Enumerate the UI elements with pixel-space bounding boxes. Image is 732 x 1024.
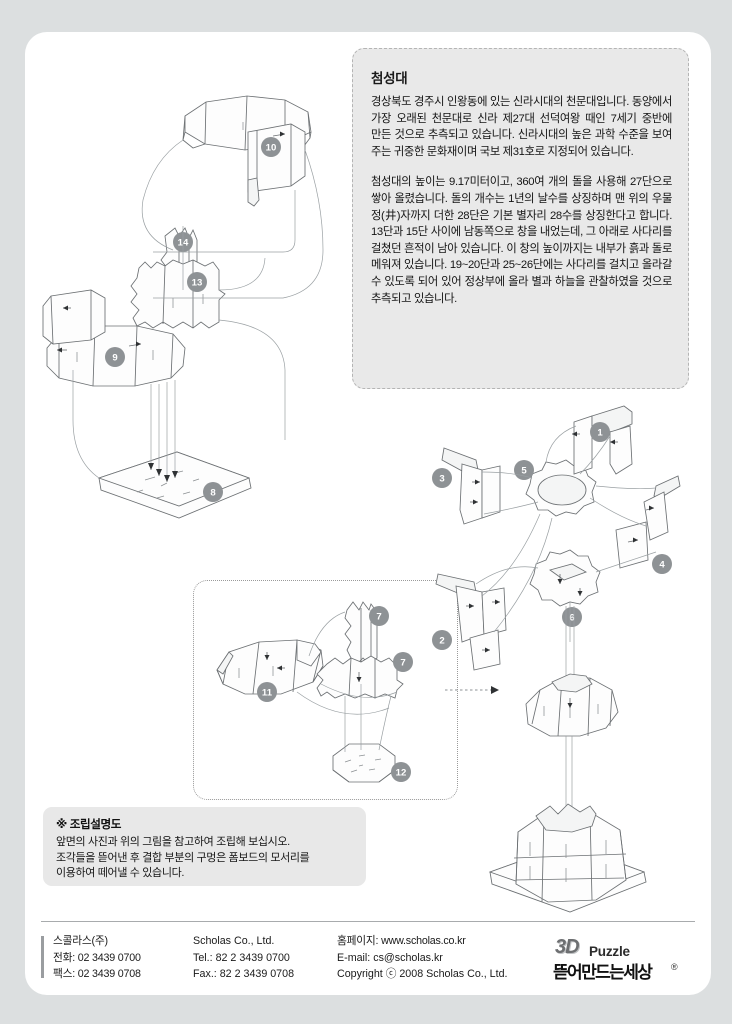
part-badge-13: 13: [187, 272, 207, 292]
badge-label: 11: [262, 688, 273, 699]
registered-trademark-icon: ®: [671, 962, 678, 972]
logo-korean-text: 뜯어만드는세상: [553, 963, 653, 982]
badge-label: 1: [597, 428, 603, 439]
guide-arrowheads: [148, 463, 178, 482]
part-badge-5: 5: [514, 460, 534, 480]
badge-label: 12: [396, 768, 407, 779]
exploded-top-diagram: 5 6: [420, 402, 703, 962]
part-badge-3: 3: [432, 468, 452, 488]
part-badge-9: 9: [105, 347, 125, 367]
part-badge-7-upper: 7: [369, 606, 389, 626]
panel-part-13: [130, 259, 226, 329]
description-title: 첨성대: [371, 71, 408, 86]
badge-label: 9: [112, 353, 117, 364]
tower-base-assembly: [488, 803, 647, 913]
homepage-url[interactable]: 홈페이지: www.scholas.co.kr: [337, 935, 466, 947]
logo-3d-text: 3D: [555, 936, 580, 958]
assembly-guide-lines: [72, 139, 324, 482]
copyright-notice: Copyright ⓒ 2008 Scholas Co., Ltd.: [337, 968, 508, 981]
badge-label: 13: [192, 278, 203, 289]
assembly-note-line: 조각들을 뜯어낸 후 결합 부분의 구멍은 폼보드의 모서리를: [56, 851, 310, 864]
footer-company-korean: 스콜라스(주) 전화: 02 3439 0700 팩스: 02 3439 070…: [53, 933, 141, 983]
footer-company-english: Scholas Co., Ltd. Tel.: 82 2 3439 0700 F…: [193, 933, 294, 983]
assembly-note-title: ※ 조립설명도: [56, 818, 122, 831]
part-badge-12: 12: [391, 762, 411, 782]
footer: 스콜라스(주) 전화: 02 3439 0700 팩스: 02 3439 070…: [41, 933, 695, 989]
part-badge-1: 1: [590, 422, 610, 442]
description-paragraph-1: 경상북도 경주시 인왕동에 있는 신라시대의 천문대입니다. 동양에서 가장 오…: [371, 96, 672, 158]
gear-ring-part-5: [525, 459, 597, 517]
tower-segment-upper: [525, 673, 619, 737]
part-badge-10: 10: [261, 137, 281, 157]
badge-label: 10: [266, 143, 277, 154]
company-tel-en: Tel.: 82 2 3439 0700: [193, 951, 290, 964]
badge-label: 6: [569, 613, 574, 624]
part-badge-2: 2: [432, 630, 452, 650]
footer-accent-bar: [41, 936, 44, 978]
badge-label: 8: [210, 488, 216, 499]
part-badge-11: 11: [257, 682, 277, 702]
brand-logo: 3D Puzzle 뜯어만드는세상 ®: [553, 936, 695, 982]
left-bracket: [42, 289, 106, 345]
company-fax-en: Fax.: 82 2 3439 0708: [193, 968, 295, 981]
assembly-guide-lines: [296, 611, 398, 752]
company-name-en: Scholas Co., Ltd.: [193, 935, 275, 947]
gear-ring-part-6: [529, 549, 601, 607]
part-badge-8: 8: [203, 482, 223, 502]
logo-puzzle-text: Puzzle: [589, 944, 630, 959]
exploded-connector-lines: [475, 425, 657, 642]
email-address[interactable]: E-mail: cs@scholas.kr: [337, 951, 443, 964]
badge-label: 7: [376, 612, 381, 623]
main-assembly-diagram: 10 14 13 9: [33, 40, 348, 550]
assembly-note-line: 이용하여 떼어낼 수 있습니다.: [56, 867, 185, 880]
part-badge-4: 4: [652, 554, 672, 574]
company-phone-kr: 전화: 02 3439 0700: [53, 951, 141, 964]
slot-marks: [344, 754, 382, 773]
badge-label: 7: [400, 658, 405, 669]
octagon-base-part-12: [332, 743, 396, 783]
description-panel: 첨성대 경상북도 경주시 인왕동에 있는 신라시대의 천문대입니다. 동양에서 …: [352, 48, 689, 389]
part-badge-6: 6: [562, 607, 582, 627]
footer-contact: 홈페이지: www.scholas.co.kr E-mail: cs@schol…: [337, 933, 508, 983]
instruction-sheet: 10 1 4 13 9: [25, 32, 711, 995]
badge-label: 2: [439, 636, 444, 647]
wing-part-4: [615, 475, 681, 569]
company-name-kr: 스콜라스(주): [53, 935, 108, 947]
sub-to-tower-connector: [445, 686, 499, 694]
badge-label: 5: [521, 466, 527, 477]
footer-divider: [41, 921, 695, 922]
part-badge-7-lower: 7: [393, 652, 413, 672]
wing-part-3: [441, 447, 501, 525]
badge-label: 4: [659, 560, 665, 571]
badge-label: 3: [439, 474, 444, 485]
plate-part-7-lower: [316, 655, 404, 699]
band-part-11: [216, 639, 324, 695]
company-fax-kr: 팩스: 02 3439 0708: [53, 968, 141, 981]
wing-part-2: [435, 573, 507, 671]
assembly-note-panel: ※ 조립설명도 앞면의 사진과 위의 그림을 참고하여 조립해 보십시오. 조각…: [43, 807, 366, 886]
description-paragraph-2: 첨성대의 높이는 9.17미터이고, 360여 개의 돌을 사용해 27단으로 …: [371, 176, 672, 305]
panel-part-10: [247, 123, 306, 207]
assembly-note-line: 앞면의 사진과 위의 그림을 참고하여 조립해 보십시오.: [56, 836, 290, 848]
sub-assembly-diagram: 11 7 7: [193, 580, 458, 802]
